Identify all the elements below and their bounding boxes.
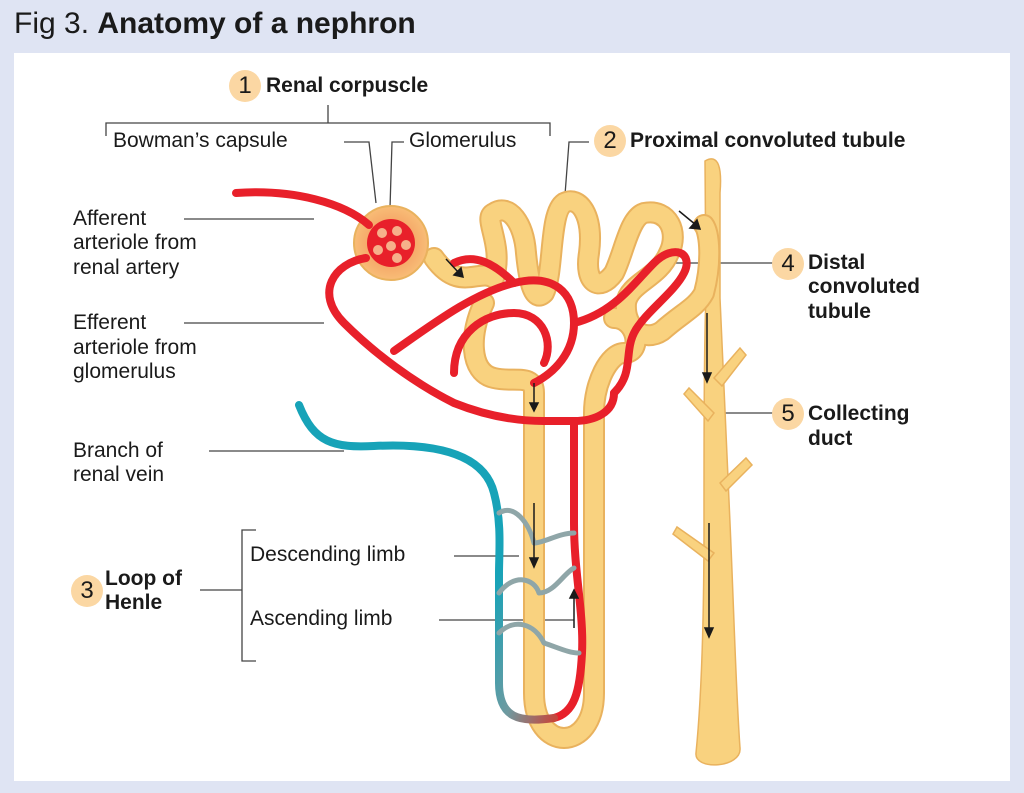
distal-tubule-number: 4 <box>772 248 804 280</box>
collecting-duct-shape <box>672 158 754 766</box>
flow-arrows <box>445 210 715 639</box>
loop-henle-number: 3 <box>71 575 103 607</box>
afferent-label-line-1: Afferent <box>73 207 147 230</box>
afferent-label-line-2: arteriole from <box>73 231 197 254</box>
descending-limb-label: Descending limb <box>250 543 406 566</box>
bowmans-capsule-leader <box>344 141 377 204</box>
afferent-arteriole <box>232 188 373 229</box>
branch-vein-label-line-2: renal vein <box>73 463 165 486</box>
renal-corpuscle-number: 1 <box>229 70 261 102</box>
branch-vein-label-line-1: Branch of <box>73 439 163 462</box>
efferent-label-line-1: Efferent <box>73 311 147 334</box>
glomerulus-leader <box>389 141 404 209</box>
collecting-duct-label-line-1: Collecting <box>808 402 910 425</box>
tubule-system <box>423 190 721 749</box>
loop-henle-label-line-2: Henle <box>105 591 163 614</box>
figure-title: Fig 3. Anatomy of a nephron <box>14 4 416 44</box>
glomerulus-label: Glomerulus <box>409 129 517 152</box>
diagram-panel: 1 Renal corpuscle Bowman’s capsule Glome… <box>14 53 1010 781</box>
efferent-label-line-3: glomerulus <box>73 360 176 383</box>
figure-number: Fig 3. <box>14 7 90 40</box>
distal-tubule-label-line-1: Distal <box>808 251 866 274</box>
renal-vein-branch <box>295 401 504 577</box>
loop-henle-bracket <box>241 529 256 662</box>
arterial-network <box>232 188 691 722</box>
nephron-illustration <box>105 105 774 766</box>
proximal-tubule-leader <box>563 141 589 209</box>
loop-henle-label-line-1: Loop of <box>105 567 182 590</box>
efferent-label-line-2: arteriole from <box>73 336 197 359</box>
efferent-arteriole <box>325 254 548 425</box>
distal-tubule-label-line-3: tubule <box>808 300 871 323</box>
leader-lines <box>105 105 774 662</box>
collecting-duct-label-line-2: duct <box>808 427 853 450</box>
figure-heading: Anatomy of a nephron <box>97 7 416 40</box>
vasa-recta-loop <box>495 569 558 724</box>
proximal-tubule-number: 2 <box>594 125 626 157</box>
collecting-duct-number: 5 <box>772 398 804 430</box>
renal-corpuscle-label: Renal corpuscle <box>266 74 429 97</box>
distal-tubule-label-line-2: convoluted <box>808 275 921 298</box>
afferent-label-line-3: renal artery <box>73 256 180 279</box>
ascending-limb-label: Ascending limb <box>250 607 393 630</box>
vasa-recta-red <box>550 417 587 722</box>
proximal-tubule-label: Proximal convoluted tubule <box>630 129 906 152</box>
bowmans-capsule-label: Bowman’s capsule <box>113 129 288 152</box>
